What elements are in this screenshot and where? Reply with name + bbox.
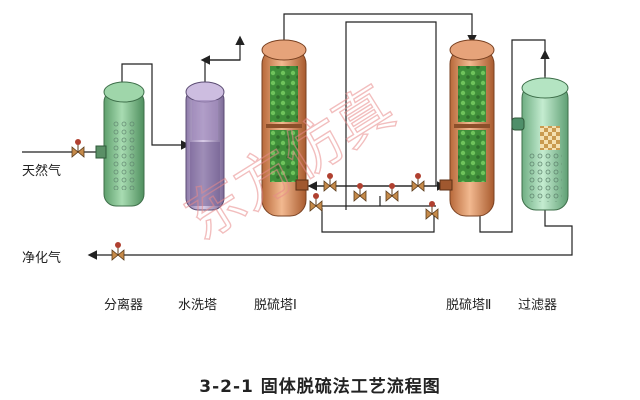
pipes — [22, 13, 573, 260]
desulfurization-tower-2 — [439, 39, 495, 217]
separator-to-washer-pipe — [121, 63, 191, 150]
separator-label: 分离器 — [104, 298, 144, 313]
outlet-pipe — [87, 210, 573, 260]
inlet-label: 天然气 — [22, 164, 62, 179]
tower2-to-filter-pipe — [479, 39, 546, 233]
manifold-valve-1[interactable] — [323, 173, 337, 192]
separator-nozzle — [95, 145, 107, 159]
valves — [71, 139, 439, 261]
tower-bypass-pipe — [345, 21, 437, 210]
manifold-valve-2[interactable] — [353, 183, 367, 202]
tower2-label: 脱硫塔Ⅱ — [446, 298, 492, 313]
tower1-drain-valve[interactable] — [309, 193, 323, 212]
figure-caption: 3-2-1 固体脱硫法工艺流程图 — [199, 377, 441, 397]
outlet-valve[interactable] — [111, 242, 125, 261]
tower1-label: 脱硫塔Ⅰ — [254, 298, 297, 313]
top-crossover-pipe — [283, 13, 477, 45]
washer-label: 水洗塔 — [178, 298, 218, 313]
manifold-valve-3[interactable] — [385, 183, 399, 202]
filter-inlet-nozzle — [511, 117, 525, 131]
inlet-valve[interactable] — [71, 139, 85, 158]
manifold-valve-4[interactable] — [411, 173, 425, 192]
tower2-bottom-nozzle — [439, 179, 453, 191]
tower2-drain-valve[interactable] — [425, 201, 439, 220]
filter-vessel — [511, 77, 569, 211]
washer-vessel — [185, 81, 225, 211]
filter-label: 过滤器 — [518, 298, 558, 313]
tower1-bottom-nozzle — [295, 179, 309, 191]
outlet-label: 净化气 — [22, 251, 62, 266]
separator-vessel — [95, 81, 145, 207]
lower-link-pipe — [321, 208, 435, 233]
desulfurization-tower-1 — [261, 39, 309, 217]
